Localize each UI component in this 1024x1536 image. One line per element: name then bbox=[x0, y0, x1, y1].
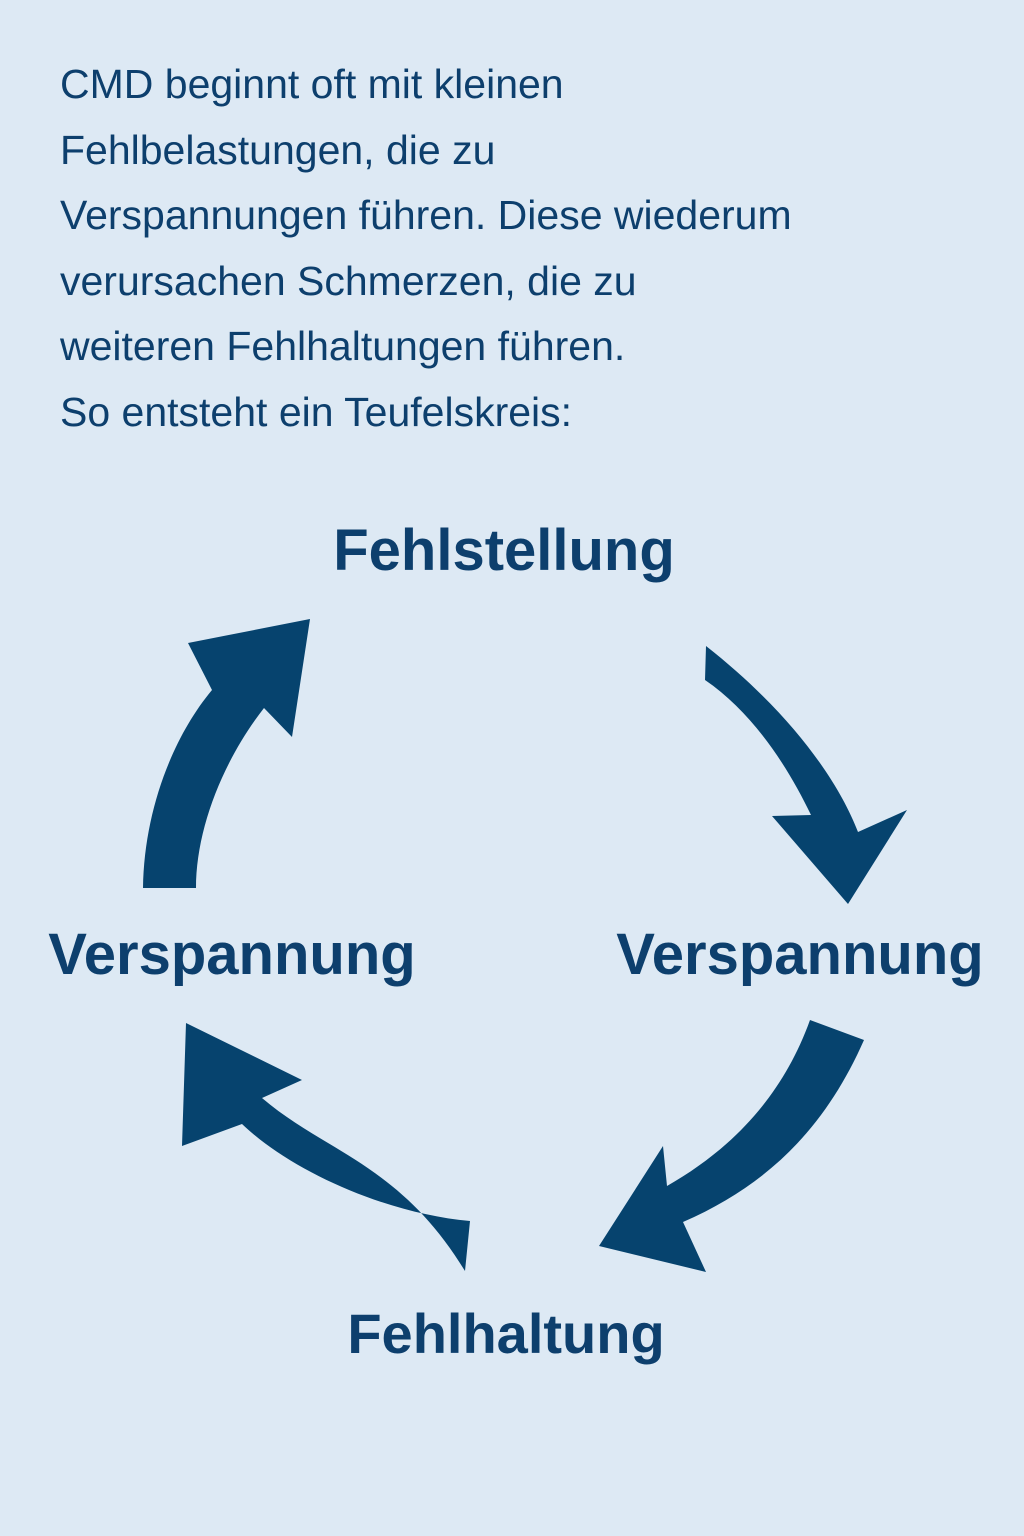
arrow-right-to-bottom-icon bbox=[599, 1020, 864, 1272]
intro-line: CMD beginnt oft mit kleinen bbox=[60, 61, 564, 107]
intro-line: weiteren Fehlhaltungen führen. bbox=[60, 323, 626, 369]
arrow-top-to-right-icon bbox=[705, 646, 907, 904]
intro-line: Verspannungen führen. Diese wiederum bbox=[60, 192, 792, 238]
cycle-node-right: Verspannung bbox=[616, 922, 984, 987]
intro-line: Fehlbelastungen, die zu bbox=[60, 126, 496, 173]
arrow-bottom-to-left-icon bbox=[182, 1023, 470, 1271]
cycle-node-left: Verspannung bbox=[48, 922, 416, 987]
arrow-left-to-top-icon bbox=[143, 619, 310, 888]
intro-paragraph: CMD beginnt oft mit kleinen Fehlbelastun… bbox=[60, 52, 1000, 445]
cycle-node-top: Fehlstellung bbox=[333, 518, 675, 583]
intro-line: So entsteht ein Teufelskreis: bbox=[60, 388, 573, 435]
cycle-arrows bbox=[143, 619, 907, 1272]
intro-line: verursachen Schmerzen, die zu bbox=[60, 257, 637, 304]
cycle-node-bottom: Fehlhaltung bbox=[347, 1302, 665, 1365]
